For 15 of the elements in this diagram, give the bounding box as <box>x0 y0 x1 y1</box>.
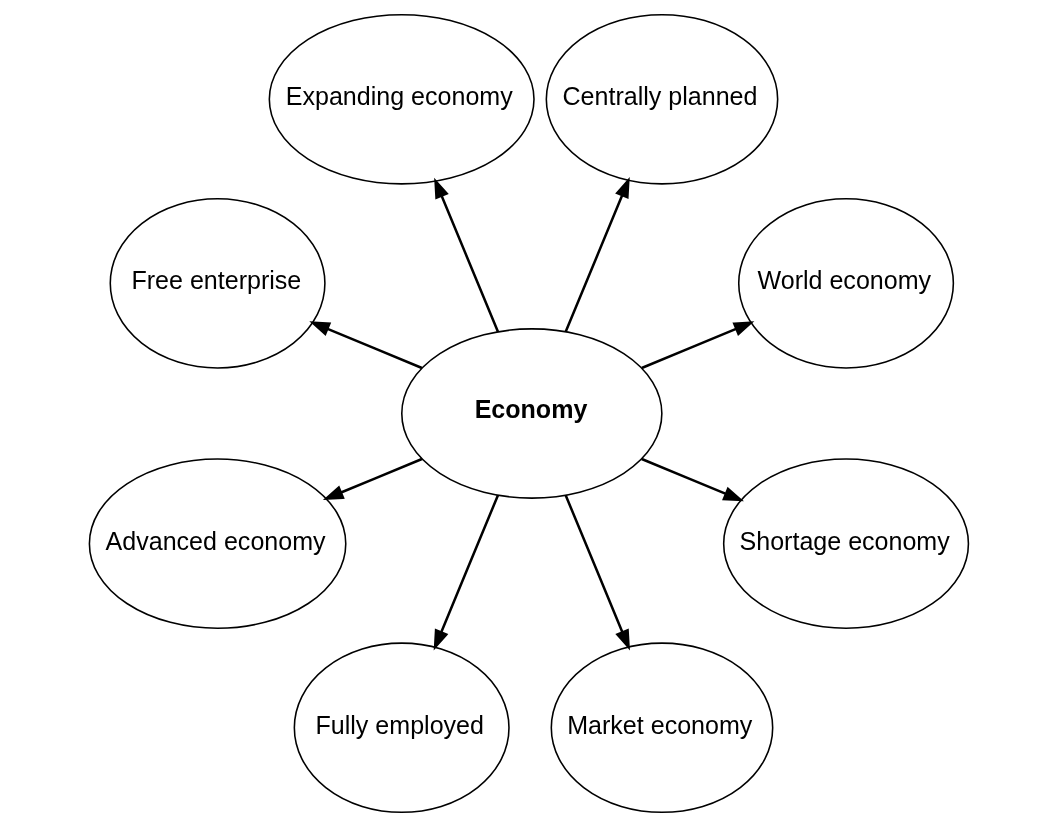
node-ellipse: Market economy <box>550 642 774 814</box>
arrow <box>309 321 423 370</box>
node-ellipse: Fully employed <box>293 642 510 814</box>
node-ellipse: Centrally planned <box>545 13 779 185</box>
arrow <box>564 494 630 651</box>
node-ellipse: Free enterprise <box>109 197 326 369</box>
arrow <box>641 321 755 370</box>
arrow <box>322 457 423 501</box>
node-ellipse: World economy <box>737 197 955 369</box>
node-ellipse: Expanding economy <box>268 13 535 185</box>
arrow <box>564 177 630 333</box>
arrow <box>434 177 500 333</box>
arrow <box>433 494 500 651</box>
node-ellipse: Economy <box>401 328 663 499</box>
arrow <box>641 457 744 502</box>
